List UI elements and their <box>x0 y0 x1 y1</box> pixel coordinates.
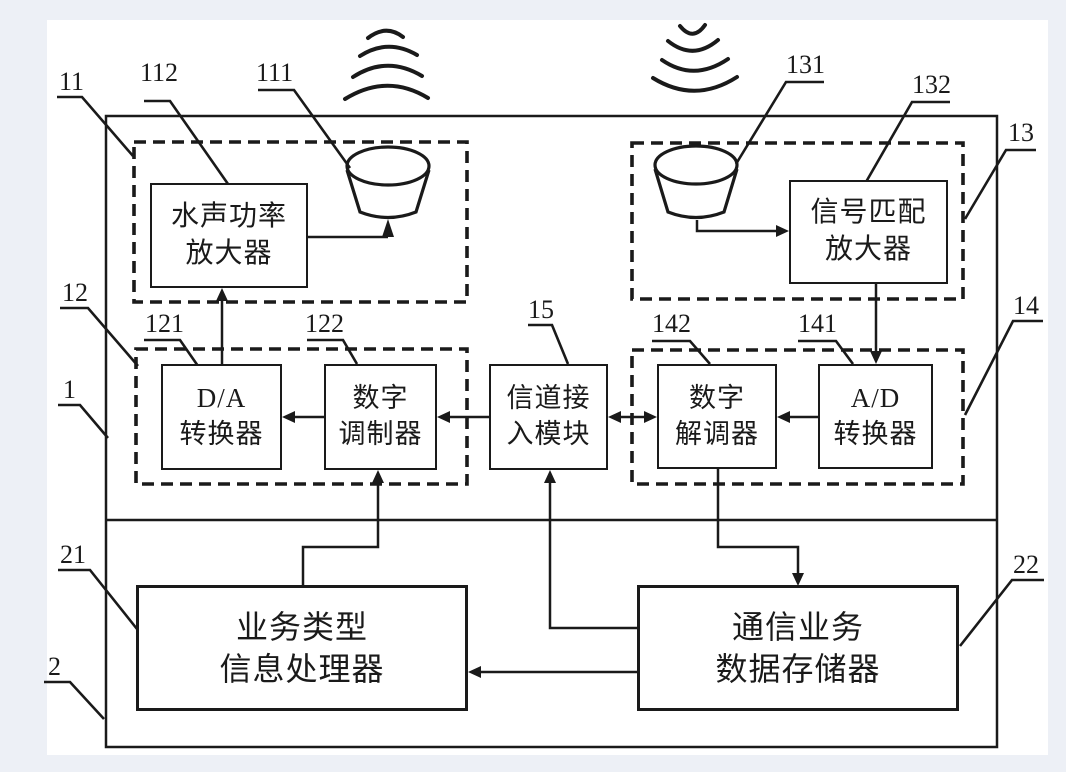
arrowhead-down-data-storage <box>792 573 804 586</box>
ref-label-22: 22 <box>1013 550 1039 579</box>
ref-label-141: 141 <box>798 309 837 338</box>
leader-line-111 <box>258 88 352 169</box>
box-digital-modulator-line1: 数字 <box>352 383 409 414</box>
leader-line-14 <box>963 319 1043 416</box>
arrowhead-right-signal-amp <box>776 225 789 237</box>
dashed-box-modulation-unit-12 <box>134 347 469 486</box>
leader-line-22 <box>958 578 1044 647</box>
arrowhead-left-modulator <box>437 411 450 423</box>
arrow-transducer-to-signal-amp <box>695 220 776 233</box>
box-power-amp-line1: 水声功率 <box>170 200 287 232</box>
leader-line-142 <box>652 339 711 365</box>
box-da-converter-line2: 转换器 <box>179 419 264 449</box>
leader-line-121 <box>144 338 200 367</box>
ref-label-13: 13 <box>1008 118 1034 147</box>
box-da-converter-line1: D/A <box>196 383 247 414</box>
ref-label-112: 112 <box>140 58 179 87</box>
box-channel-access: 信道接 入模块 <box>489 364 608 470</box>
arrow-service-processor-to-modulator <box>301 483 380 585</box>
leader-line-1 <box>58 403 109 439</box>
box-ad-converter-line1: A/D <box>850 382 901 413</box>
ref-label-15: 15 <box>528 295 554 324</box>
leader-line-11 <box>57 95 134 157</box>
box-channel-access-line2: 入模块 <box>506 419 591 449</box>
leader-line-15 <box>528 323 570 365</box>
box-channel-access-line1: 信道接 <box>506 383 591 414</box>
box-da-converter: D/A 转换器 <box>161 364 282 470</box>
box-service-type-processor-line1: 业务类型 <box>235 608 368 645</box>
ref-label-21: 21 <box>60 540 86 569</box>
outer-system-box <box>104 114 999 749</box>
ref-label-14: 14 <box>1013 291 1039 320</box>
transducer-111-icon <box>345 145 431 220</box>
box-digital-demodulator-line2: 解调器 <box>675 418 759 449</box>
ref-label-1: 1 <box>63 375 76 404</box>
arrow-demodulator-to-data-storage <box>716 469 800 573</box>
leader-line-122 <box>307 338 359 365</box>
box-signal-match-amp-line2: 放大器 <box>824 234 912 265</box>
sound-waves-transmit-icon <box>343 28 430 101</box>
leader-line-131 <box>734 80 824 165</box>
transducer-131-icon <box>653 144 739 220</box>
box-digital-demodulator-line1: 数字 <box>689 382 745 413</box>
box-signal-match-amp-line1: 信号匹配 <box>810 197 927 229</box>
arrowhead-up-transducer-111 <box>382 219 394 237</box>
ref-label-2: 2 <box>48 652 61 681</box>
leader-line-141 <box>798 339 855 365</box>
box-ad-converter: A/D 转换器 <box>818 364 933 469</box>
box-comm-data-storage: 通信业务 数据存储器 <box>637 585 959 711</box>
box-service-type-processor-line2: 信息处理器 <box>219 651 385 687</box>
arrowhead-left-channel <box>608 411 621 423</box>
box-comm-data-storage-line2: 数据存储器 <box>715 651 881 687</box>
arrowhead-left-da <box>282 411 295 423</box>
ref-label-132: 132 <box>912 70 951 99</box>
ref-label-11: 11 <box>59 67 85 96</box>
leader-line-12 <box>60 306 139 367</box>
arrowhead-right-demodulator <box>644 411 657 423</box>
box-digital-modulator: 数字 调制器 <box>324 364 437 470</box>
ref-label-142: 142 <box>652 309 691 338</box>
ref-label-131: 131 <box>786 50 825 79</box>
dashed-box-receive-unit-13 <box>630 141 965 301</box>
ref-label-121: 121 <box>145 309 184 338</box>
box-power-amp-line2: 放大器 <box>185 237 273 269</box>
leader-line-2 <box>44 680 105 720</box>
leader-line-132 <box>864 100 950 183</box>
ref-label-111: 111 <box>256 58 294 87</box>
leader-line-13 <box>963 148 1036 220</box>
arrowhead-up-power-amp <box>216 288 228 301</box>
arrowhead-left-service-processor <box>468 666 481 678</box>
box-comm-data-storage-line1: 通信业务 <box>731 608 864 645</box>
box-digital-demodulator: 数字 解调器 <box>657 364 777 469</box>
box-ad-converter-line2: 转换器 <box>833 418 918 449</box>
box-digital-modulator-line2: 调制器 <box>338 419 423 449</box>
arrowhead-left-demodulator <box>777 411 790 423</box>
ref-label-122: 122 <box>305 309 344 338</box>
leader-line-112 <box>144 99 230 185</box>
arrowhead-up-modulator <box>372 470 384 483</box>
ref-label-12: 12 <box>62 278 88 307</box>
arrowhead-down-ad <box>870 351 882 364</box>
box-power-amp: 水声功率 放大器 <box>150 183 308 288</box>
box-service-type-processor: 业务类型 信息处理器 <box>136 585 468 711</box>
leader-line-21 <box>58 568 139 630</box>
arrowhead-up-channel <box>544 470 556 483</box>
sound-waves-receive-icon <box>651 23 739 93</box>
box-signal-match-amp: 信号匹配 放大器 <box>789 180 948 284</box>
arrow-data-storage-to-channel <box>548 483 637 630</box>
